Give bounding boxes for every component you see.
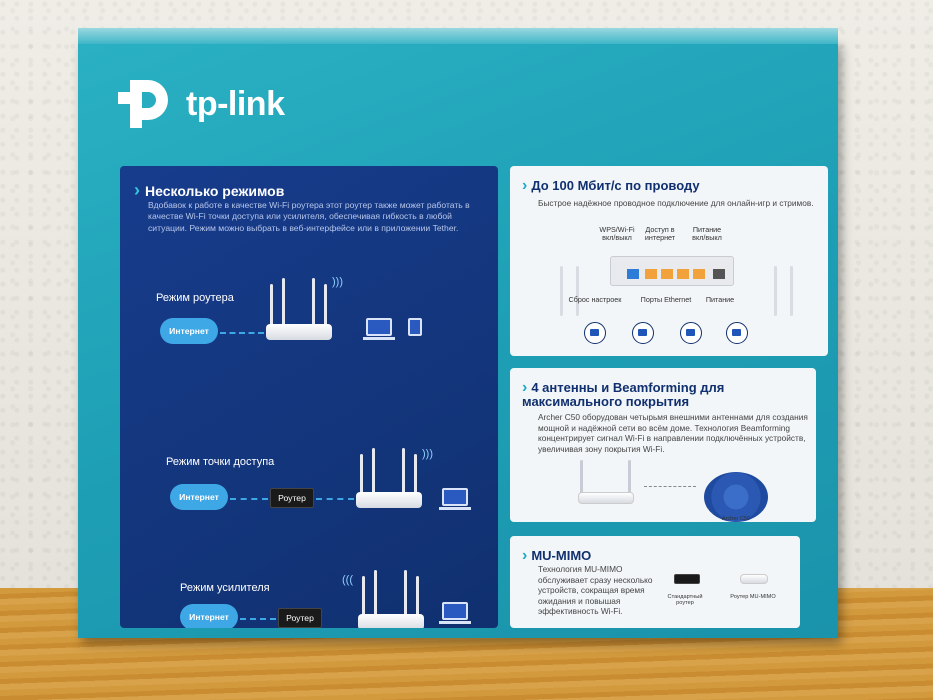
lan-port	[693, 269, 705, 279]
antenna	[362, 576, 365, 618]
desktop-icon	[632, 322, 654, 344]
wifi-icon: (((	[342, 574, 353, 586]
arrow-line	[644, 486, 696, 487]
extender-mode-label: Режим усилителя	[180, 582, 270, 594]
beamforming-description: Archer C50 оборудован четырьмя внешними …	[538, 412, 808, 454]
archer-c50-label: Archer C50	[721, 516, 751, 522]
antenna	[416, 576, 419, 618]
antenna	[414, 454, 417, 496]
tp-link-logo-icon	[118, 76, 180, 132]
mumimo-router-icon	[740, 574, 768, 584]
lan-port	[677, 269, 689, 279]
internet-cloud: Интернет	[160, 312, 218, 344]
black-router: Роутер	[278, 608, 322, 628]
wifi-icon: )))	[332, 276, 343, 288]
modes-panel: Несколько режимов Вдобавок к работе в ка…	[120, 166, 498, 628]
mumimo-router-label: Роутер MU-MIMO	[730, 594, 776, 600]
antenna	[282, 278, 285, 326]
connection-line	[316, 498, 354, 500]
reset-label: Сброс настроек	[568, 295, 622, 304]
white-router	[356, 492, 422, 508]
antenna	[580, 460, 583, 496]
laptop-icon	[439, 602, 471, 624]
tp-link-logo: tp-link	[118, 76, 285, 132]
power-switch-label: Питание вкл/выкл	[692, 225, 722, 243]
nas-icon	[680, 322, 702, 344]
white-router	[578, 492, 634, 504]
wired-panel: До 100 Мбит/с по проводу Быстрое надёжно…	[510, 166, 828, 356]
tv-icon	[726, 322, 748, 344]
antenna	[312, 278, 315, 326]
laptop-icon	[439, 488, 471, 510]
antenna	[372, 448, 375, 496]
white-router	[266, 324, 332, 340]
connection-line	[240, 618, 276, 620]
wan-port	[627, 269, 639, 279]
beamforming-title: 4 антенны и Beamforming для максимальног…	[522, 381, 782, 409]
box-top-edge	[78, 28, 838, 44]
modes-title: Несколько режимов	[134, 180, 284, 201]
standard-router-icon	[674, 574, 700, 584]
black-router: Роутер	[270, 488, 314, 508]
white-router	[358, 614, 424, 628]
gaming-device-icon	[584, 322, 606, 344]
mumimo-panel: MU-MIMO Технология MU-MIMO обслуживает с…	[510, 536, 800, 628]
coverage-globe	[704, 472, 768, 522]
antenna	[360, 454, 363, 496]
antenna	[374, 570, 377, 618]
internet-cloud: Интернет	[180, 598, 238, 628]
power-port	[713, 269, 725, 279]
antenna	[774, 266, 777, 316]
antenna	[324, 284, 327, 326]
product-box: tp-link Несколько режимов Вдобавок к раб…	[78, 28, 838, 638]
antenna	[270, 284, 273, 326]
antenna	[790, 266, 793, 316]
router-mode-label: Режим роутера	[156, 292, 234, 304]
ethernet-ports-label: Порты Ethernet	[640, 295, 692, 304]
connection-line	[230, 498, 268, 500]
wps-label: WPS/Wi-Fi вкл/выкл	[599, 225, 635, 243]
wired-title: До 100 Мбит/с по проводу	[522, 179, 699, 193]
power-label: Питание	[705, 295, 735, 304]
wired-description: Быстрое надёжное проводное подключение д…	[538, 198, 814, 208]
internet-cloud: Интернет	[170, 478, 228, 510]
antenna	[560, 266, 563, 316]
standard-router-label: Стандартный роутер	[667, 594, 703, 607]
laptop-icon	[363, 318, 395, 340]
connection-line	[220, 332, 264, 334]
phone-icon	[408, 318, 422, 336]
modes-description: Вдобавок к работе в качестве Wi-Fi роуте…	[148, 200, 470, 233]
internet-access-label: Доступ в интернет	[644, 225, 676, 243]
antenna	[576, 266, 579, 316]
ap-mode-label: Режим точки доступа	[166, 456, 275, 468]
wifi-icon: )))	[422, 448, 433, 460]
lan-port	[661, 269, 673, 279]
mumimo-title: MU-MIMO	[522, 549, 591, 563]
antenna	[628, 460, 631, 496]
beamforming-panel: 4 антенны и Beamforming для максимальног…	[510, 368, 816, 522]
logo-text: tp-link	[186, 84, 285, 123]
router-back-panel	[610, 256, 734, 286]
lan-port	[645, 269, 657, 279]
antenna	[404, 570, 407, 618]
antenna	[402, 448, 405, 496]
mumimo-description: Технология MU-MIMO обслуживает сразу нес…	[538, 564, 653, 617]
